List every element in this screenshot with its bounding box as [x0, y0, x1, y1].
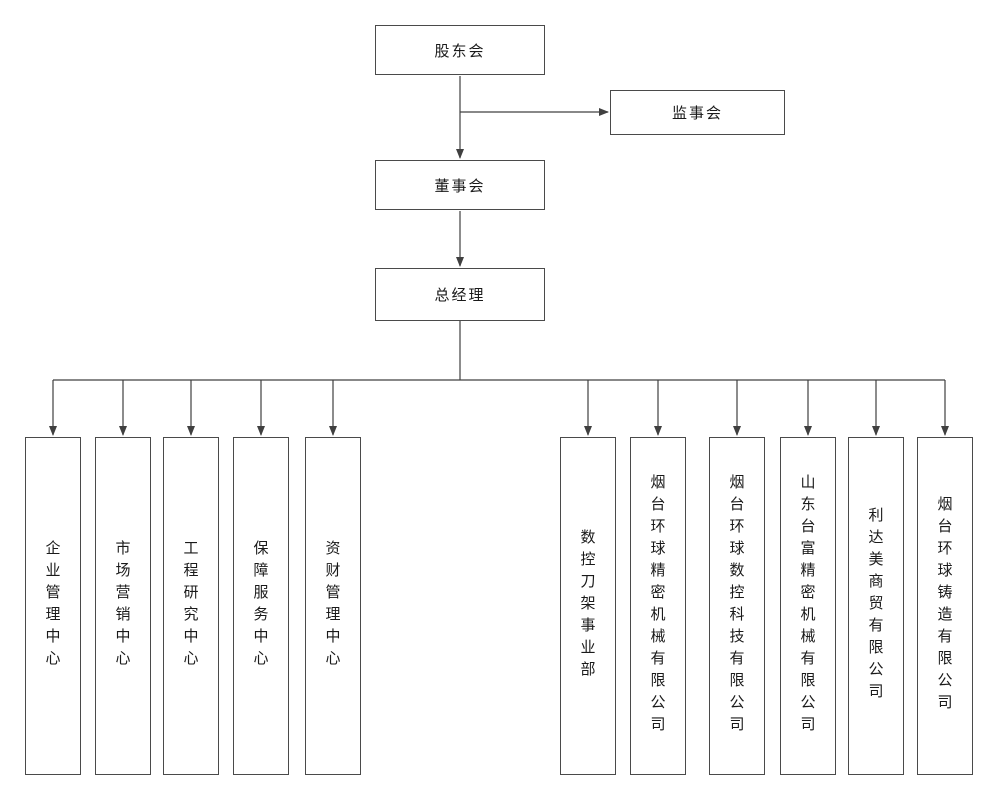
node-support-service-center: 保障服务中心: [233, 437, 289, 775]
node-label: 烟台环球铸造有限公司: [935, 496, 954, 716]
node-marketing-center: 市场营销中心: [95, 437, 151, 775]
node-yantai-universal-cnc-technology: 烟台环球数控科技有限公司: [709, 437, 765, 775]
node-yantai-universal-precision-machinery: 烟台环球精密机械有限公司: [630, 437, 686, 775]
node-engineering-research-center: 工程研究中心: [163, 437, 219, 775]
node-label: 董事会: [434, 176, 486, 195]
node-lidamei-trading: 利达美商贸有限公司: [848, 437, 904, 775]
node-label: 监事会: [671, 104, 723, 122]
node-label: 保障服务中心: [251, 540, 270, 672]
node-cnc-turret-division: 数控刀架事业部: [560, 437, 616, 775]
node-label: 数控刀架事业部: [578, 529, 597, 683]
node-label: 股东会: [434, 41, 486, 60]
node-enterprise-management-center: 企业管理中心: [25, 437, 81, 775]
node-label: 资财管理中心: [323, 540, 342, 672]
node-board-of-directors: 董事会: [375, 160, 545, 210]
node-label: 烟台环球数控科技有限公司: [727, 474, 746, 738]
node-general-manager: 总经理: [375, 268, 545, 321]
node-label: 企业管理中心: [43, 540, 62, 672]
node-shareholders-meeting: 股东会: [375, 25, 545, 75]
node-asset-management-center: 资财管理中心: [305, 437, 361, 775]
node-label: 工程研究中心: [181, 540, 200, 672]
node-yantai-universal-casting: 烟台环球铸造有限公司: [917, 437, 973, 775]
node-label: 市场营销中心: [113, 540, 132, 672]
node-label: 烟台环球精密机械有限公司: [648, 474, 667, 738]
node-shandong-taifu-precision-machinery: 山东台富精密机械有限公司: [780, 437, 836, 775]
node-label: 利达美商贸有限公司: [866, 507, 885, 705]
node-supervisory-board: 监事会: [610, 90, 785, 135]
node-label: 山东台富精密机械有限公司: [798, 474, 817, 738]
node-label: 总经理: [434, 286, 486, 304]
